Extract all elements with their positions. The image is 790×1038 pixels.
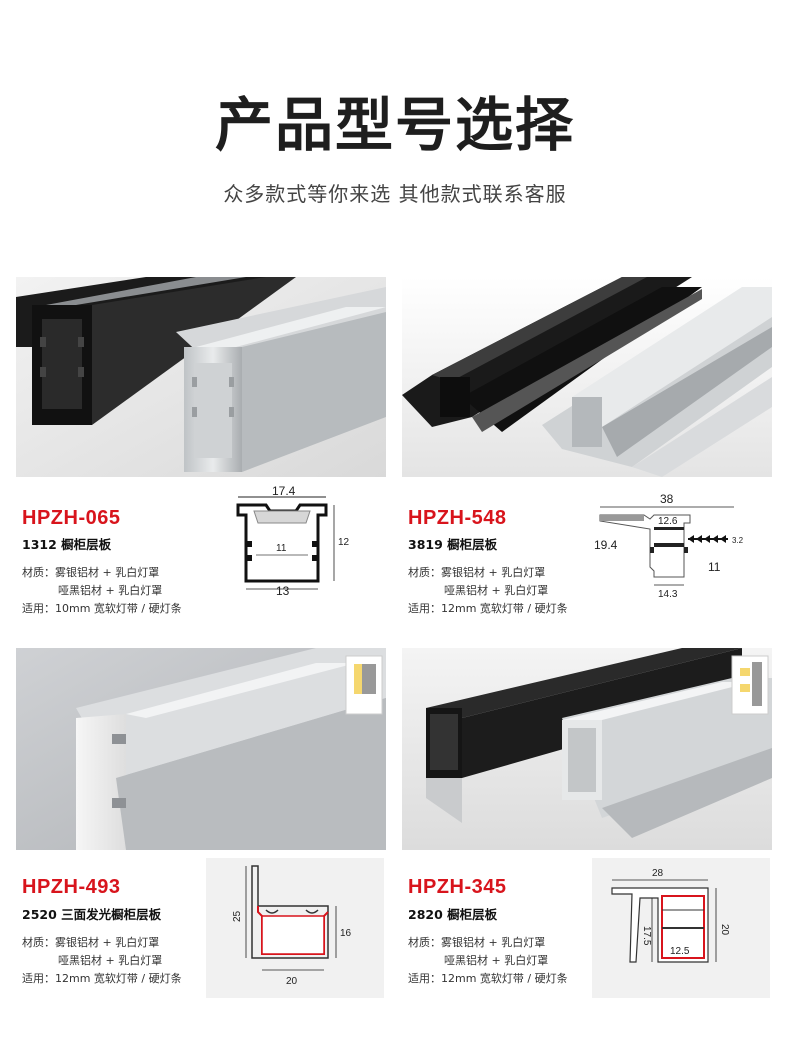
profile-diagram: 38 12.6 3.2 19.4 11 14.3 xyxy=(594,492,744,600)
profile-diagram: 28 17.5 20 12.5 xyxy=(592,858,770,998)
dimension-label: 14.3 xyxy=(658,589,678,600)
product-name: 2520 三面发光橱柜层板 xyxy=(22,907,162,922)
product-model: HPZH-065 xyxy=(22,507,121,529)
usage-label: 适用： xyxy=(408,602,441,615)
usage-text: 12mm 宽软灯带 / 硬灯条 xyxy=(441,602,568,615)
product-name: 3819 橱柜层板 xyxy=(408,537,498,552)
product-specs: 材质：雾银铝材 + 乳白灯罩 哑黑铝材 + 乳白灯罩 适用：10mm 宽软灯带 … xyxy=(22,564,182,618)
page-title: 产品型号选择 xyxy=(214,91,575,159)
product-photo xyxy=(402,648,772,850)
usage-label: 适用： xyxy=(22,602,55,615)
profile-diagram: 17.4 11 12 13 xyxy=(236,485,350,597)
dimension-label: 28 xyxy=(652,868,664,879)
dimension-label: 12 xyxy=(338,537,350,548)
product-model: HPZH-345 xyxy=(408,876,507,898)
product-name: 2820 橱柜层板 xyxy=(408,907,498,922)
dimension-label: 12.6 xyxy=(658,516,678,527)
product-photo xyxy=(402,277,772,477)
material-label: 材质： xyxy=(22,936,55,949)
product-card[interactable]: HPZH-548 3819 橱柜层板 材质：雾银铝材 + 乳白灯罩 哑黑铝材 +… xyxy=(402,277,772,617)
usage-label: 适用： xyxy=(408,972,441,985)
usage-label: 适用： xyxy=(22,972,55,985)
dimension-label: 38 xyxy=(660,492,674,506)
dimension-label: 3.2 xyxy=(732,536,744,545)
dimension-label: 20 xyxy=(286,976,298,987)
material-option: 雾银铝材 + 乳白灯罩 xyxy=(441,566,546,579)
material-label: 材质： xyxy=(408,566,441,579)
dimension-label: 16 xyxy=(340,928,352,939)
product-model: HPZH-548 xyxy=(408,507,507,529)
material-option: 哑黑铝材 + 乳白灯罩 xyxy=(58,584,163,597)
product-specs: 材质：雾银铝材 + 乳白灯罩 哑黑铝材 + 乳白灯罩 适用：12mm 宽软灯带 … xyxy=(408,564,568,618)
material-option: 哑黑铝材 + 乳白灯罩 xyxy=(444,954,549,967)
dimension-label: 25 xyxy=(232,910,243,922)
material-option: 雾银铝材 + 乳白灯罩 xyxy=(441,936,546,949)
dimension-label: 11 xyxy=(276,543,287,554)
product-specs: 材质：雾银铝材 + 乳白灯罩 哑黑铝材 + 乳白灯罩 适用：12mm 宽软灯带 … xyxy=(408,934,568,988)
material-option: 哑黑铝材 + 乳白灯罩 xyxy=(444,584,549,597)
dimension-label: 17.4 xyxy=(272,485,296,498)
product-card[interactable]: HPZH-493 2520 三面发光橱柜层板 材质：雾银铝材 + 乳白灯罩 哑黑… xyxy=(16,648,386,1000)
product-photo xyxy=(16,648,386,850)
material-option: 哑黑铝材 + 乳白灯罩 xyxy=(58,954,163,967)
material-label: 材质： xyxy=(408,936,441,949)
dimension-label: 17.5 xyxy=(641,926,652,946)
product-card[interactable]: HPZH-065 1312 橱柜层板 材质：雾银铝材 + 乳白灯罩 哑黑铝材 +… xyxy=(16,277,386,617)
dimension-label: 13 xyxy=(276,584,290,597)
dimension-label: 19.4 xyxy=(594,538,618,552)
profile-diagram: 25 16 20 xyxy=(206,858,384,998)
material-option: 雾银铝材 + 乳白灯罩 xyxy=(55,936,160,949)
dimension-label: 11 xyxy=(708,560,721,574)
dimension-label: 20 xyxy=(719,924,730,936)
product-model: HPZH-493 xyxy=(22,876,121,898)
product-specs: 材质：雾银铝材 + 乳白灯罩 哑黑铝材 + 乳白灯罩 适用：12mm 宽软灯带 … xyxy=(22,934,182,988)
dimension-label: 12.5 xyxy=(670,946,690,957)
material-label: 材质： xyxy=(22,566,55,579)
product-card[interactable]: HPZH-345 2820 橱柜层板 材质：雾银铝材 + 乳白灯罩 哑黑铝材 +… xyxy=(402,648,772,1000)
product-photo xyxy=(16,277,386,477)
material-option: 雾银铝材 + 乳白灯罩 xyxy=(55,566,160,579)
usage-text: 12mm 宽软灯带 / 硬灯条 xyxy=(55,972,182,985)
usage-text: 10mm 宽软灯带 / 硬灯条 xyxy=(55,602,182,615)
page-subtitle: 众多款式等你来选 其他款式联系客服 xyxy=(223,182,567,206)
product-name: 1312 橱柜层板 xyxy=(22,537,112,552)
usage-text: 12mm 宽软灯带 / 硬灯条 xyxy=(441,972,568,985)
